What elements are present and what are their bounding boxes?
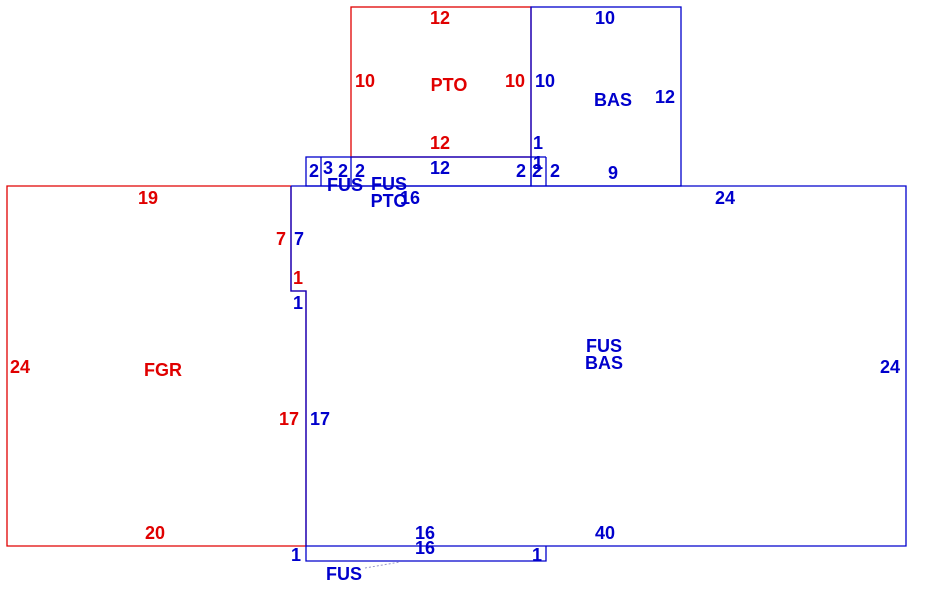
dim-bas-left: 10 <box>535 71 555 91</box>
pto-top-label: PTO <box>431 75 468 95</box>
fus-strip-label-2: FUS <box>371 174 407 194</box>
dim-strip-2a: 2 <box>309 161 319 181</box>
dim-fgr-bottom: 20 <box>145 523 165 543</box>
dim-seg-1-red: 1 <box>293 268 303 288</box>
bottom-fus-strip-outline <box>305 546 547 562</box>
dim-pto-right: 10 <box>505 71 525 91</box>
dim-strip-2b: 2 <box>338 161 348 181</box>
dim-seg-1-blue: 1 <box>293 293 303 313</box>
pto-strip-label: PTO <box>371 191 408 211</box>
fus-main-label: FUS <box>586 336 622 356</box>
dim-bas-top: 10 <box>595 8 615 28</box>
dim-main-bottom-40: 40 <box>595 523 615 543</box>
dim-seg-17-blue: 17 <box>310 409 330 429</box>
bas-top-label: BAS <box>594 90 632 110</box>
dim-main-top: 24 <box>715 188 735 208</box>
fgr-label: FGR <box>144 360 182 380</box>
bottom-fus-leader <box>364 561 401 569</box>
dim-strip-12: 12 <box>430 158 450 178</box>
dim-fgr-left: 24 <box>10 357 30 377</box>
dim-bas-right: 12 <box>655 87 675 107</box>
fus-bottom-label: FUS <box>326 564 362 584</box>
dim-seg-7-blue: 7 <box>294 229 304 249</box>
dim-main-right: 24 <box>880 357 900 377</box>
dim-bas-bottom: 9 <box>608 163 618 183</box>
dim-strip-3: 3 <box>323 158 333 178</box>
dim-pto-bottom: 12 <box>430 133 450 153</box>
dim-strip-2d: 2 <box>516 161 526 181</box>
bas-main-label: BAS <box>585 353 623 373</box>
dim-bas-one: 1 <box>533 133 543 153</box>
dim-strip-2c: 2 <box>355 161 365 181</box>
dim-seg-17-red: 17 <box>279 409 299 429</box>
dim-bottom-strip-16: 16 <box>415 538 435 558</box>
dim-seg-7-red: 7 <box>276 229 286 249</box>
dim-bottom-strip-left: 1 <box>291 545 301 565</box>
dim-strip-16: 16 <box>400 188 420 208</box>
dim-fgr-top: 19 <box>138 188 158 208</box>
dim-main-bottom-16: 16 <box>415 523 435 543</box>
dim-strip-2e: 2 <box>532 161 542 181</box>
dim-strip-2f: 2 <box>550 161 560 181</box>
fus-strip-label-1: FUS <box>327 175 363 195</box>
dim-pto-top: 12 <box>430 8 450 28</box>
dim-strip-1: 1 <box>533 153 543 173</box>
dim-pto-left: 10 <box>355 71 375 91</box>
dim-bottom-strip-right: 1 <box>532 545 542 565</box>
